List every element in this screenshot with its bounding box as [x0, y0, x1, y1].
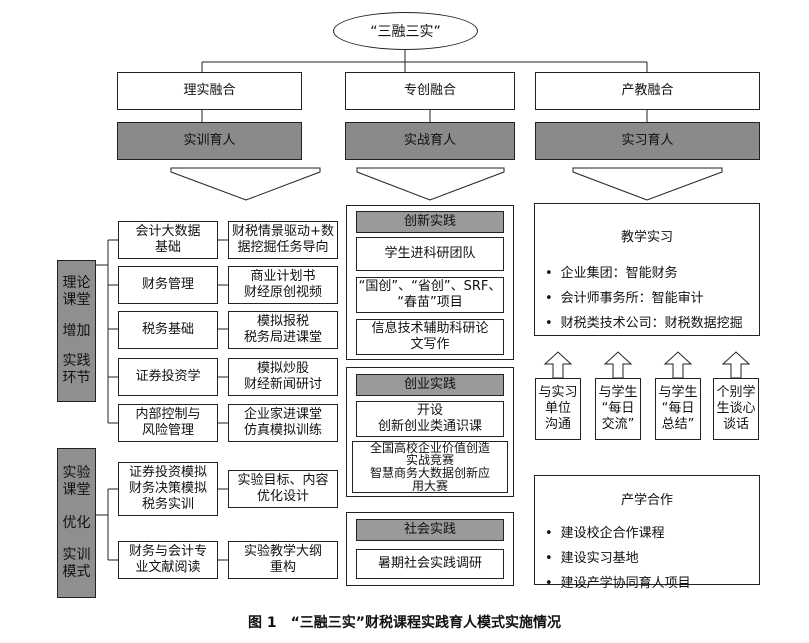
practice-title-entrepreneurship: 创业实践: [356, 374, 504, 396]
entrepreneurship-item-1: 开设 创新创业类通识课: [356, 401, 504, 437]
industry-cooperation-item: 建设实习基地: [545, 547, 691, 566]
side-theory-line-1: 理论 课堂: [62, 275, 91, 308]
column-sub-3: 实习育人: [535, 122, 760, 160]
experiment-course-2: 财务与会计专 业文献阅读: [118, 541, 218, 579]
theory-method-3: 模拟报税 税务局进课堂: [228, 311, 338, 349]
theory-course-5: 内部控制与 风险管理: [118, 404, 218, 442]
teaching-internship-item: 企业集团：智能财务: [545, 262, 743, 281]
side-theory-line-3: 实践 环节: [62, 353, 91, 387]
side-experiment-line-2: 优化: [62, 514, 91, 531]
column-title-3: 产教融合: [535, 72, 760, 110]
theory-course-3: 税务基础: [118, 311, 218, 349]
figure-caption: 图 1 “三融三实”财税课程实践育人模式实施情况: [247, 615, 562, 631]
theory-method-4: 模拟炒股 财经新闻研讨: [228, 358, 338, 396]
teaching-internship-title: 教学实习: [620, 230, 673, 245]
industry-cooperation-item: 建设校企合作课程: [545, 522, 691, 541]
side-experiment-line-1: 实验 课堂: [62, 465, 91, 498]
column-sub-1: 实训育人: [117, 122, 302, 160]
theory-course-2: 财务管理: [118, 266, 218, 304]
experiment-course-1: 证券投资模拟 财务决策模拟 税务实训: [118, 462, 218, 516]
theory-method-1: 财税情景驱动+数 据挖掘任务导向: [228, 221, 338, 259]
column-title-2: 专创融合: [345, 72, 515, 110]
industry-cooperation-list: 建设校企合作课程 建设实习基地 建设产学协同育人项目: [545, 522, 691, 597]
experiment-method-1: 实验目标、内容 优化设计: [228, 470, 338, 508]
comm-box-2: 与学生 “每日 交流”: [595, 378, 641, 440]
column-sub-2: 实战育人: [345, 122, 515, 160]
practice-title-social: 社会实践: [356, 519, 504, 541]
entrepreneurship-item-2: 全国高校企业价值创造 实战竞赛 智慧商务大数据创新应 用大赛: [352, 441, 508, 493]
innovation-item-3: 信息技术辅助科研论 文写作: [356, 319, 504, 355]
side-theory-line-2: 增加: [62, 322, 91, 339]
comm-box-3: 与学生 “每日 总结”: [655, 378, 701, 440]
column-title-1: 理实融合: [117, 72, 302, 110]
side-experiment-line-3: 实训 模式: [62, 547, 91, 581]
comm-box-1: 与实习 单位 沟通: [535, 378, 581, 440]
theory-course-4: 证券投资学: [118, 358, 218, 396]
comm-box-4: 个别学 生谈心 谈话: [713, 378, 759, 440]
theory-course-1: 会计大数据 基础: [118, 221, 218, 259]
teaching-internship-item: 财税类技术公司：财税数据挖掘: [545, 312, 743, 331]
top-node-label: “三融三实”: [370, 24, 441, 40]
industry-cooperation-title: 产学合作: [620, 493, 673, 508]
side-label-experiment: 实验 课堂 优化 实训 模式: [57, 448, 96, 598]
innovation-item-2: “国创”、“省创”、SRF、 “春苗”项目: [356, 277, 504, 313]
experiment-method-2: 实验教学大纲 重构: [228, 541, 338, 579]
side-label-theory: 理论 课堂 增加 实践 环节: [57, 260, 96, 402]
innovation-item-1: 学生进科研团队: [356, 237, 504, 271]
social-item-1: 暑期社会实践调研: [356, 549, 504, 579]
theory-method-5: 企业家进课堂 仿真模拟训练: [228, 404, 338, 442]
industry-cooperation-item: 建设产学协同育人项目: [545, 572, 691, 591]
teaching-internship-item: 会计师事务所：智能审计: [545, 287, 743, 306]
teaching-internship-list: 企业集团：智能财务 会计师事务所：智能审计 财税类技术公司：财税数据挖掘: [545, 262, 743, 337]
theory-method-2: 商业计划书 财经原创视频: [228, 266, 338, 304]
top-node-oval: “三融三实”: [333, 12, 478, 50]
practice-title-innovation: 创新实践: [356, 211, 504, 233]
